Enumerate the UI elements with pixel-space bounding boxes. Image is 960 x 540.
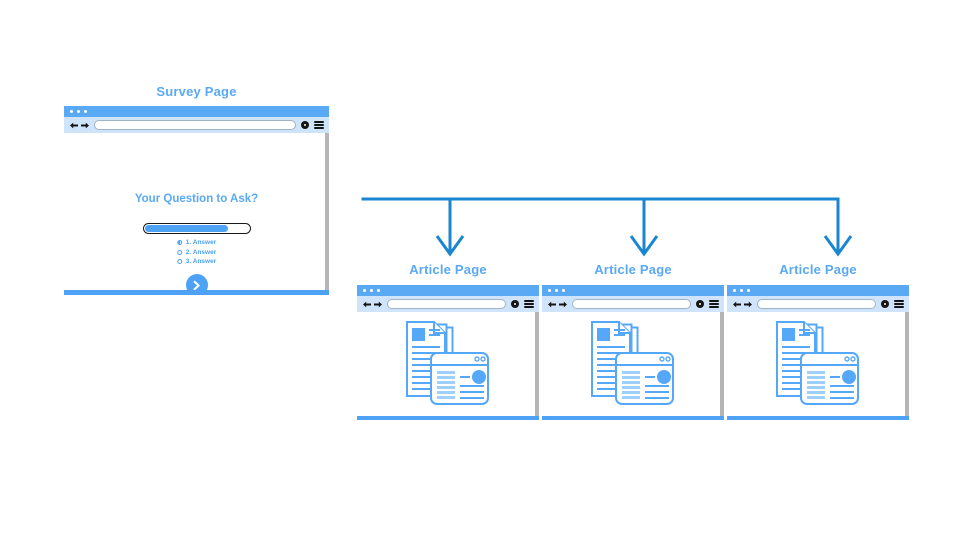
answer-label: 3. Answer [185,258,217,265]
article-window-toolbar [727,296,909,312]
back-arrow-icon[interactable] [548,301,556,308]
article-scrollbar[interactable] [905,312,909,416]
list-item[interactable]: 2. Answer [176,248,217,256]
article-window-toolbar [357,296,539,312]
record-circle-icon[interactable] [301,121,309,129]
survey-answer-list: 1. Answer 2. Answer 3. Answer [176,239,217,265]
survey-browser-window[interactable]: Your Question to Ask? 1. Answer 2. Answe… [64,106,329,301]
back-arrow-icon[interactable] [363,301,371,308]
answer-label: 1. Answer [185,239,217,246]
article-browser-window-2[interactable] [542,285,724,420]
window-dot-close-icon[interactable] [70,110,73,113]
article-window-footer [727,416,909,420]
article-address-input[interactable] [387,299,506,309]
window-dot-minimize-icon[interactable] [77,110,80,113]
survey-nav-arrows [70,122,89,129]
article-nav-arrows [363,301,382,308]
survey-progress-fill [144,225,228,232]
article-address-input[interactable] [572,299,691,309]
article-window-titlebar [542,285,724,296]
article-window-body [542,312,724,416]
hamburger-menu-icon[interactable] [709,300,719,308]
back-arrow-icon[interactable] [733,301,741,308]
forward-arrow-icon[interactable] [744,301,752,308]
survey-window-body: Your Question to Ask? 1. Answer 2. Answe… [64,133,329,290]
window-dot-maximize-icon[interactable] [377,289,380,292]
survey-window-toolbar [64,117,329,133]
article-nav-arrows [733,301,752,308]
article-nav-arrows [548,301,567,308]
chevron-right-icon [191,280,202,291]
article-browser-window-3[interactable] [727,285,909,420]
survey-scrollbar[interactable] [325,133,329,290]
hamburger-menu-icon[interactable] [524,300,534,308]
article-documents-illustration [770,318,866,410]
article-scrollbar[interactable] [720,312,724,416]
hamburger-menu-icon[interactable] [894,300,904,308]
window-dot-close-icon[interactable] [548,289,551,292]
article-address-input[interactable] [757,299,876,309]
survey-progress-bar [142,223,251,234]
back-arrow-icon[interactable] [70,122,78,129]
survey-window-footer [64,290,329,295]
window-dot-close-icon[interactable] [363,289,366,292]
article-window-footer [542,416,724,420]
article-documents-illustration [585,318,681,410]
window-dot-maximize-icon[interactable] [747,289,750,292]
radio-button-icon[interactable] [176,259,182,264]
article-window-titlebar [357,285,539,296]
article-window-footer [357,416,539,420]
window-dot-minimize-icon[interactable] [555,289,558,292]
article-page-title-3: Article Page [779,262,857,277]
window-dot-maximize-icon[interactable] [562,289,565,292]
record-circle-icon[interactable] [696,300,704,308]
forward-arrow-icon[interactable] [374,301,382,308]
list-item[interactable]: 1. Answer [176,239,217,246]
window-dot-minimize-icon[interactable] [370,289,373,292]
answer-label: 2. Answer [185,248,217,256]
survey-page-title: Survey Page [156,84,237,99]
hamburger-menu-icon[interactable] [314,121,324,129]
article-documents-illustration [400,318,496,410]
article-window-titlebar [727,285,909,296]
article-window-toolbar [542,296,724,312]
radio-button-icon[interactable] [176,249,182,255]
survey-question-text: Your Question to Ask? [134,193,259,205]
article-window-body [727,312,909,416]
window-dot-maximize-icon[interactable] [84,110,87,113]
article-window-body [357,312,539,416]
radio-button-icon[interactable] [176,240,182,245]
window-dot-minimize-icon[interactable] [740,289,743,292]
window-dot-close-icon[interactable] [733,289,736,292]
forward-arrow-icon[interactable] [81,122,89,129]
article-browser-window-1[interactable] [357,285,539,420]
article-page-title-2: Article Page [594,262,672,277]
survey-address-input[interactable] [94,120,296,130]
article-scrollbar[interactable] [535,312,539,416]
record-circle-icon[interactable] [881,300,889,308]
record-circle-icon[interactable] [511,300,519,308]
article-page-title-1: Article Page [409,262,487,277]
survey-window-titlebar [64,106,329,117]
survey-next-button[interactable] [185,274,208,291]
forward-arrow-icon[interactable] [559,301,567,308]
list-item[interactable]: 3. Answer [176,258,217,265]
